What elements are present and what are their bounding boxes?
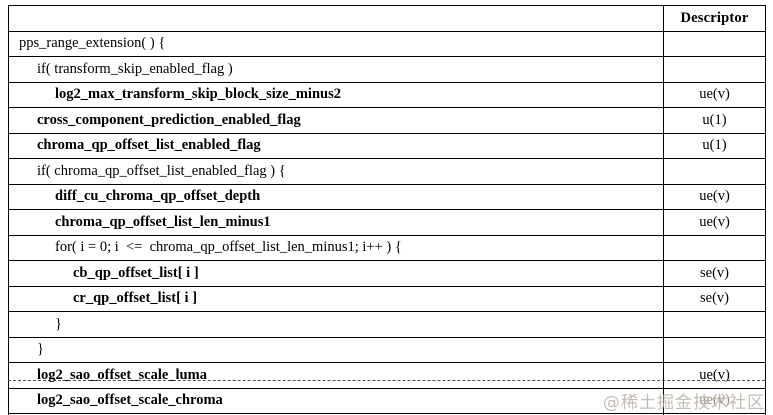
descriptor-text: ue(v) [699, 213, 730, 230]
table-row: for( i = 0; i <= chroma_qp_offset_list_l… [8, 234, 766, 261]
syntax-cell: for( i = 0; i <= chroma_qp_offset_list_l… [8, 234, 664, 261]
table-row: if( transform_skip_enabled_flag ) [8, 56, 766, 83]
syntax-cell: cross_component_prediction_enabled_flag [8, 107, 664, 134]
syntax-element-text: log2_max_transform_skip_block_size_minus… [55, 86, 341, 103]
descriptor-text: u(1) [702, 137, 727, 154]
pps-range-extension-syntax-table: Descriptor pps_range_extension( ) { if( t… [8, 5, 766, 415]
table-row: log2_sao_offset_scale_luma ue(v) [8, 362, 766, 389]
descriptor-cell [663, 56, 766, 83]
syntax-element-text: cb_qp_offset_list[ i ] [73, 264, 199, 281]
syntax-cell: pps_range_extension( ) { [8, 30, 664, 57]
descriptor-cell: u(1) [663, 107, 766, 134]
descriptor-cell [663, 413, 766, 415]
descriptor-cell: ue(v) [663, 81, 766, 108]
table-row: chroma_qp_offset_list_enabled_flag u(1) [8, 132, 766, 159]
syntax-element-text: pps_range_extension( ) { [19, 35, 166, 52]
table-row: } [8, 336, 766, 363]
table-row: } [8, 413, 766, 415]
syntax-element-text: cr_qp_offset_list[ i ] [73, 290, 198, 307]
table-row: chroma_qp_offset_list_len_minus1 ue(v) [8, 209, 766, 236]
syntax-element-text: cross_component_prediction_enabled_flag [37, 111, 301, 128]
descriptor-cell: se(v) [663, 260, 766, 287]
descriptor-cell [663, 30, 766, 57]
descriptor-cell [663, 311, 766, 338]
descriptor-text: ue(v) [699, 86, 730, 103]
descriptor-text: ue(v) [699, 392, 730, 409]
syntax-cell: cb_qp_offset_list[ i ] [8, 260, 664, 287]
descriptor-text: se(v) [700, 290, 729, 307]
table-header-row: Descriptor [8, 5, 766, 32]
syntax-cell: cr_qp_offset_list[ i ] [8, 285, 664, 312]
column-header-descriptor: Descriptor [663, 5, 766, 32]
table-row: pps_range_extension( ) { [8, 30, 766, 57]
descriptor-cell [663, 336, 766, 363]
descriptor-text: se(v) [700, 264, 729, 281]
table-body: pps_range_extension( ) { if( transform_sk… [8, 30, 766, 415]
syntax-cell: log2_sao_offset_scale_chroma [8, 387, 664, 414]
descriptor-cell: ue(v) [663, 362, 766, 389]
syntax-element-text: if( chroma_qp_offset_list_enabled_flag )… [37, 162, 286, 179]
table-row: cross_component_prediction_enabled_flag u… [8, 107, 766, 134]
descriptor-cell: ue(v) [663, 209, 766, 236]
descriptor-cell: se(v) [663, 285, 766, 312]
table-row: } [8, 311, 766, 338]
table-row: cb_qp_offset_list[ i ] se(v) [8, 260, 766, 287]
syntax-cell: } [8, 311, 664, 338]
descriptor-text: ue(v) [699, 366, 730, 383]
syntax-cell: log2_sao_offset_scale_luma [8, 362, 664, 389]
descriptor-cell: u(1) [663, 132, 766, 159]
syntax-element-text: chroma_qp_offset_list_enabled_flag [37, 137, 261, 154]
descriptor-text: ue(v) [699, 188, 730, 205]
syntax-element-text: } [37, 341, 44, 358]
descriptor-cell [663, 234, 766, 261]
syntax-cell: diff_cu_chroma_qp_offset_depth [8, 183, 664, 210]
syntax-element-text: diff_cu_chroma_qp_offset_depth [55, 188, 261, 205]
syntax-element-text: for( i = 0; i <= chroma_qp_offset_list_l… [55, 239, 402, 256]
syntax-element-text: log2_sao_offset_scale_luma [37, 366, 207, 383]
descriptor-text: u(1) [702, 111, 727, 128]
descriptor-cell: ue(v) [663, 183, 766, 210]
syntax-cell: log2_max_transform_skip_block_size_minus… [8, 81, 664, 108]
syntax-cell: if( transform_skip_enabled_flag ) [8, 56, 664, 83]
syntax-cell: if( chroma_qp_offset_list_enabled_flag )… [8, 158, 664, 185]
table-row: log2_max_transform_skip_block_size_minus… [8, 81, 766, 108]
syntax-cell: chroma_qp_offset_list_len_minus1 [8, 209, 664, 236]
syntax-element-text: if( transform_skip_enabled_flag ) [37, 60, 233, 77]
table-header: Descriptor [8, 5, 766, 32]
descriptor-cell [663, 158, 766, 185]
table-row: log2_sao_offset_scale_chroma ue(v) [8, 387, 766, 414]
syntax-element-text: log2_sao_offset_scale_chroma [37, 392, 223, 409]
syntax-cell: chroma_qp_offset_list_enabled_flag [8, 132, 664, 159]
table-row: diff_cu_chroma_qp_offset_depth ue(v) [8, 183, 766, 210]
table-row: if( chroma_qp_offset_list_enabled_flag )… [8, 158, 766, 185]
table-row: cr_qp_offset_list[ i ] se(v) [8, 285, 766, 312]
syntax-cell: } [8, 336, 664, 363]
column-header-syntax [8, 5, 664, 32]
syntax-element-text: } [55, 315, 62, 332]
syntax-element-text: chroma_qp_offset_list_len_minus1 [55, 213, 271, 230]
descriptor-cell: ue(v) [663, 387, 766, 414]
